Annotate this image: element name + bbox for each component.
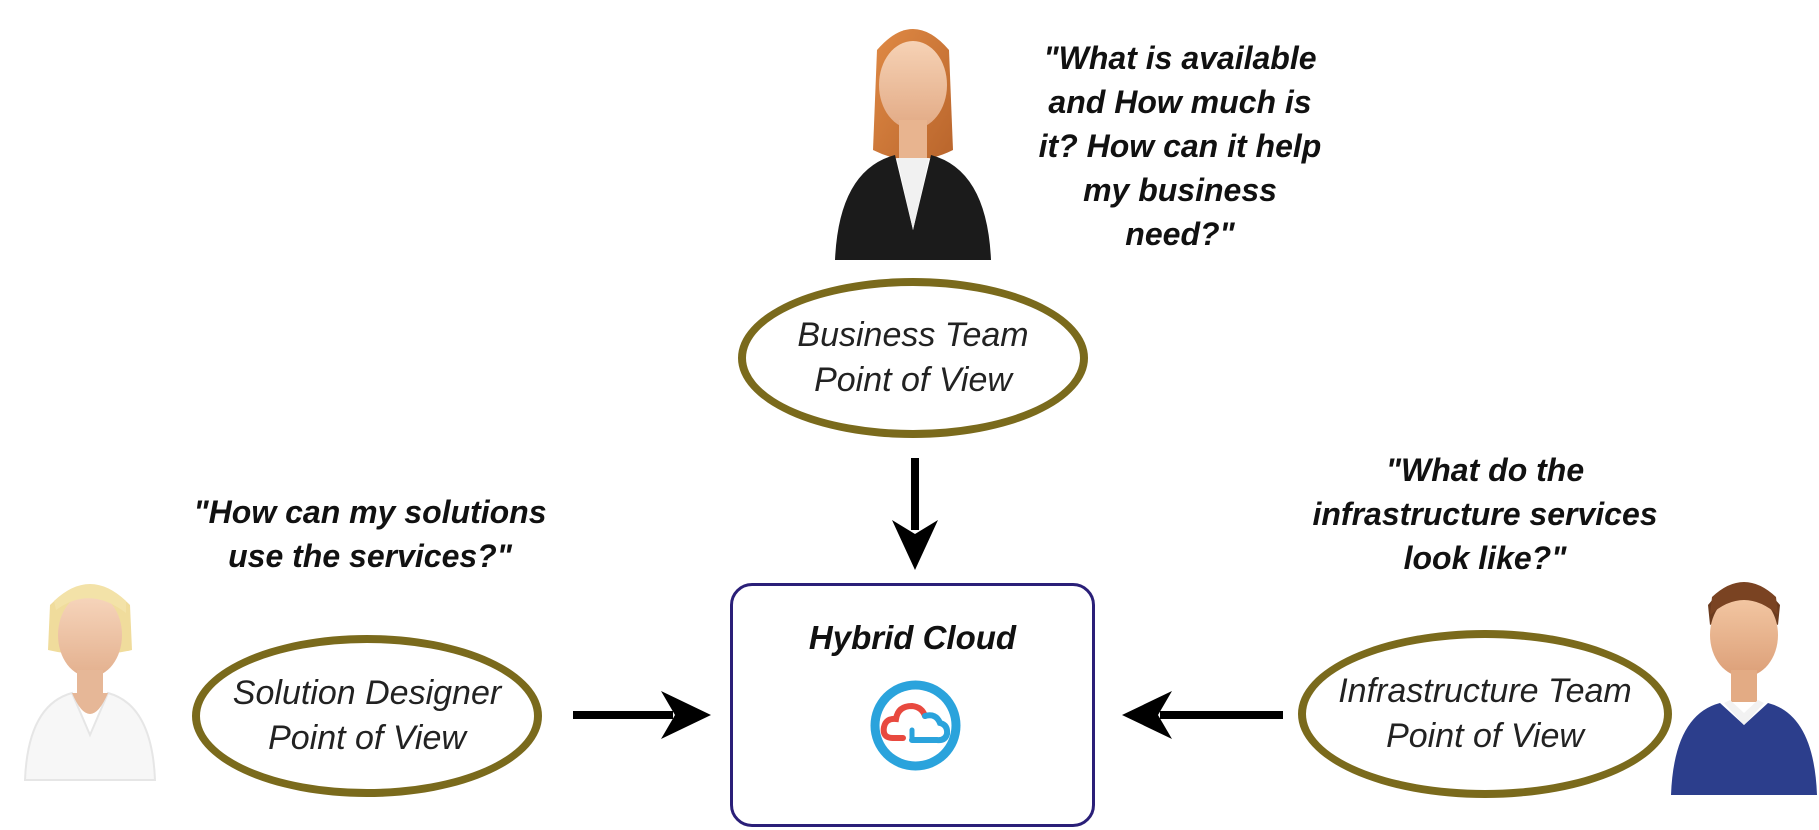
arrow-left-icon — [1122, 691, 1283, 739]
business-team-label: Business Team Point of View — [797, 316, 1029, 399]
solution-quote: "How can my solutions use the services?" — [193, 494, 547, 574]
hybrid-cloud-title: Hybrid Cloud — [808, 619, 1017, 656]
infrastructure-quote: "What do the infrastructure services loo… — [1312, 452, 1658, 576]
man-avatar-icon — [1671, 582, 1817, 795]
business-quote: "What is available and How much is it? H… — [1038, 40, 1322, 252]
infrastructure-team-label: Infrastructure Team Point of View — [1338, 672, 1632, 755]
hybrid-cloud-icon — [870, 680, 961, 771]
arrow-down-icon — [892, 458, 938, 570]
businesswoman-avatar-icon — [835, 29, 991, 260]
infrastructure-team-node: Infrastructure Team Point of View — [1298, 630, 1672, 798]
business-team-node: Business Team Point of View — [738, 278, 1088, 438]
arrow-right-icon — [573, 691, 711, 739]
solution-designer-label: Solution Designer Point of View — [232, 674, 502, 757]
solution-designer-node: Solution Designer Point of View — [192, 635, 542, 797]
blonde-woman-avatar-icon — [23, 584, 157, 781]
hybrid-cloud-box: Hybrid Cloud — [730, 583, 1095, 827]
